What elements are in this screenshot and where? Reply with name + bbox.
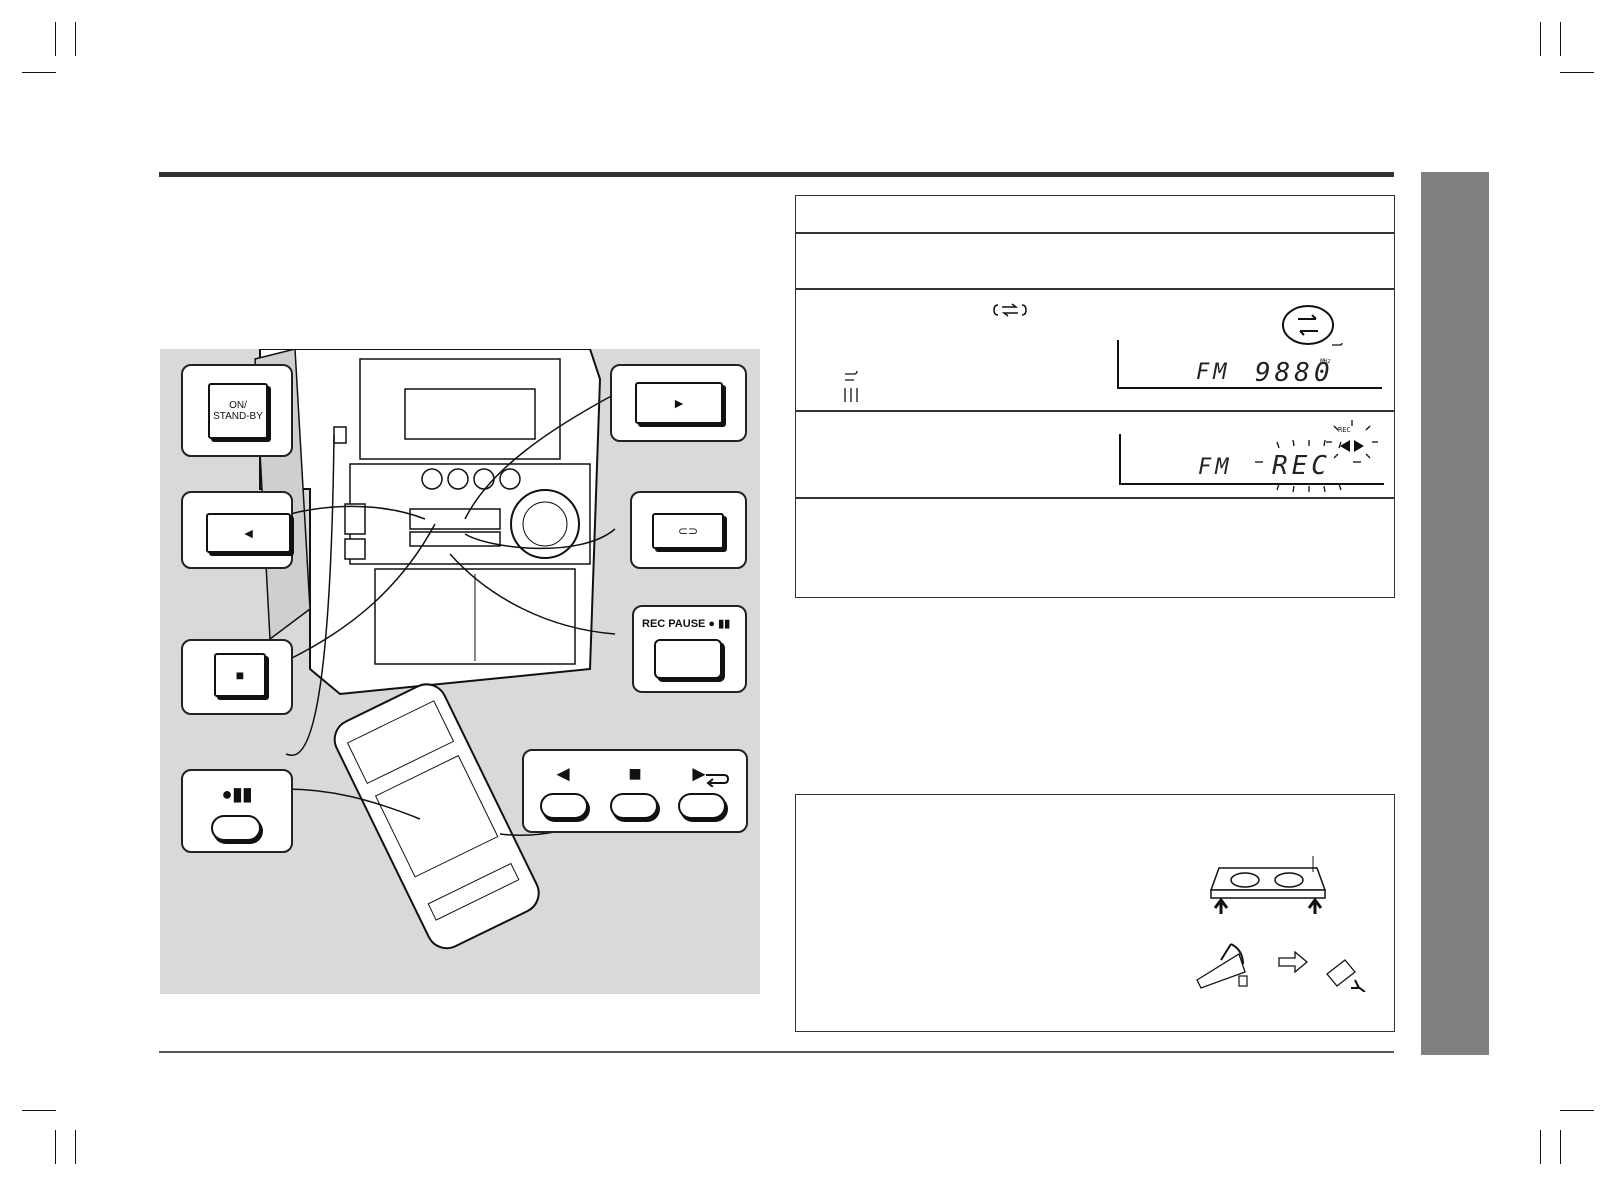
remote-play-key[interactable] — [678, 793, 726, 819]
callout-remote-rec-pause: ●▮▮ — [181, 769, 293, 853]
callout-remote-transport: ◄ ■ ► — [522, 749, 748, 833]
callout-on-standby: ON/ STAND-BY — [181, 364, 293, 457]
callout-rewind: ◄ — [181, 491, 293, 569]
remote-play-glyph: ► — [688, 761, 710, 786]
display1-band: FM — [1196, 360, 1231, 385]
crop-mark — [75, 22, 76, 56]
crop-mark — [1560, 22, 1561, 56]
stereo-unit-drawing — [254, 349, 616, 950]
crop-mark — [1560, 1110, 1594, 1111]
rec-pause-label: REC PAUSE ● ▮▮ — [642, 618, 731, 630]
crop-mark — [1540, 22, 1541, 56]
rec-flash-rays — [1255, 440, 1361, 493]
footer-rule — [159, 1051, 1394, 1053]
note-box — [795, 794, 1395, 1032]
side-tab — [1421, 172, 1489, 1055]
header-rule — [159, 172, 1394, 177]
crop-mark — [55, 22, 56, 56]
display2-rec-small: REC — [1338, 426, 1351, 434]
crop-mark — [1540, 1130, 1541, 1164]
callout-reverse: ⊂⊃ — [630, 491, 747, 569]
crop-mark — [55, 1130, 56, 1164]
crop-mark — [75, 1130, 76, 1164]
crop-mark — [1560, 1130, 1561, 1164]
remote-stop-key[interactable] — [610, 793, 658, 819]
stop-button[interactable]: ■ — [214, 653, 266, 697]
reverse-mode-button[interactable]: ⊂⊃ — [652, 513, 724, 549]
crop-mark — [22, 1110, 56, 1111]
callout-stop: ■ — [181, 639, 293, 715]
on-standby-button[interactable]: ON/ STAND-BY — [208, 383, 268, 439]
table-divider — [795, 410, 1395, 412]
rec-flashing-indicator — [1326, 420, 1378, 459]
remote-rec-pause-key[interactable] — [211, 815, 261, 841]
display2-band: FM — [1198, 455, 1233, 480]
rewind-button[interactable]: ◄ — [206, 513, 291, 553]
tape-direction-icon — [844, 370, 858, 402]
reverse-mode-icon — [993, 303, 1027, 317]
display2-frame-side — [1119, 434, 1121, 485]
table-divider — [795, 497, 1395, 499]
display1-frame — [1117, 387, 1382, 389]
rec-pause-button[interactable] — [654, 639, 722, 679]
display1-unit: MHz — [1320, 358, 1331, 365]
crop-mark — [22, 72, 56, 73]
illustration-panel: ON/ STAND-BY ◄ ■ ► ⊂⊃ REC PAUSE ● ▮▮ ●▮▮… — [160, 349, 760, 994]
display1-frequency: 9880 — [1255, 358, 1334, 388]
crop-mark — [1560, 72, 1594, 73]
cassette-tab-illustration — [1209, 856, 1327, 914]
reverse-indicator-icon — [1282, 305, 1343, 346]
display2-rec: REC — [1272, 451, 1331, 481]
remote-rec-pause-glyph: ●▮▮ — [221, 784, 253, 804]
remote-stop-glyph: ■ — [628, 761, 642, 786]
display2-frame — [1119, 483, 1384, 485]
table-divider — [795, 288, 1395, 290]
callout-play: ► — [610, 364, 747, 442]
callout-rec-pause: REC PAUSE ● ▮▮ — [632, 605, 747, 693]
table-divider — [795, 232, 1395, 234]
reverse-arrow-icon — [706, 774, 730, 787]
display1-frame-side — [1117, 340, 1119, 389]
play-button[interactable]: ► — [635, 382, 723, 424]
remote-rewind-glyph: ◄ — [552, 761, 574, 786]
instruction-table — [795, 195, 1395, 598]
tab-breaking-illustration — [1196, 943, 1366, 992]
remote-rewind-key[interactable] — [540, 793, 588, 819]
